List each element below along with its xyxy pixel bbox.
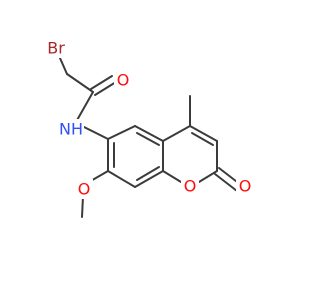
- bond-c8-c7: [107, 170, 136, 188]
- bond-c4a-c4: [162, 125, 191, 142]
- bond-c8a-c8: [134, 170, 164, 188]
- bromine-label: Br: [47, 39, 65, 58]
- amide-nitrogen-atom: NH: [58, 119, 84, 139]
- bonds: [55, 48, 242, 218]
- atom-labels: Br O NH O O O: [40, 38, 254, 199]
- methoxy-oxygen-atom: O: [75, 179, 93, 199]
- bond-n-ring: [81, 125, 109, 140]
- ring-oxygen-atom: O: [181, 176, 199, 196]
- ring-oxygen-label: O: [184, 177, 197, 196]
- bromine-atom: Br: [40, 38, 72, 58]
- bond-c5-c4a-inner: [136, 132, 160, 146]
- bond-o-ch3: [81, 195, 84, 218]
- bond-carbonyl-n: [75, 91, 94, 123]
- bond-c2-o1: [198, 170, 218, 183]
- bond-o1-c8a: [162, 170, 182, 183]
- bond-c4-c3: [189, 125, 218, 142]
- bond-c2-exo-o: [214, 173, 238, 192]
- bond-ch2-carbonyl: [66, 73, 94, 93]
- amide-nitrogen-label: NH: [59, 120, 83, 139]
- bond-carbonyl-o-double: [94, 81, 117, 96]
- bond-carbonyl-o: [90, 75, 113, 90]
- carbonyl-oxygen-atom: O: [114, 70, 132, 90]
- bond-c8a-c8-inner: [136, 166, 160, 181]
- bond-c6-c5: [107, 125, 136, 140]
- methoxy-oxygen-label: O: [78, 180, 91, 199]
- bond-c5-c4a: [134, 125, 164, 142]
- carbonyl-oxygen-label: O: [117, 71, 130, 90]
- lactone-oxygen-label: O: [239, 177, 252, 196]
- lactone-oxygen-atom: O: [236, 176, 254, 196]
- molecule-structure: Br O NH O O O: [40, 38, 254, 218]
- bond-c4-c3-inner: [191, 132, 214, 146]
